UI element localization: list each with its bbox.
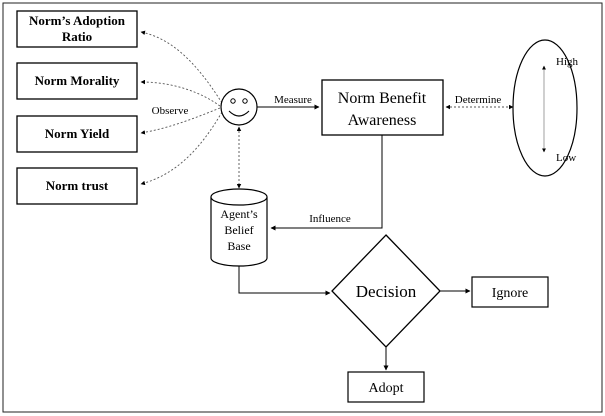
ignore-label: Ignore [492,286,529,301]
belief-to-decision-arrow [238,266,331,296]
belief-base-line1: Agent’s [220,207,258,221]
factor-box-trust [16,167,138,205]
norm-benefit-awareness-box [321,79,444,136]
belief-base-line2: Belief [224,223,253,237]
observe-label: Observe [152,105,189,117]
determine-label: Determine [455,94,502,106]
measure-label: Measure [274,94,312,106]
factor-box-yield [16,115,138,153]
belief-base-cylinder [210,188,268,267]
observe-arrow-morality [140,79,221,107]
awareness-line1: Norm Benefit [338,90,427,107]
observe-arrow-trust [140,111,223,186]
decision-label: Decision [356,282,417,301]
factor-morality-label: Norm Morality [35,73,120,88]
factor-adoption-line1: Norm’s Adoption [29,13,126,28]
factor-box-adoption-ratio [16,10,138,48]
adopt-label: Adopt [369,381,404,396]
scale-high-label: High [556,56,579,68]
awareness-line2: Awareness [348,112,417,129]
belief-base-line3: Base [227,239,250,253]
factor-box-morality [16,62,138,100]
influence-label: Influence [309,213,351,225]
ignore-box [471,276,549,308]
factor-adoption-line2: Ratio [62,29,92,44]
factor-yield-label: Norm Yield [45,126,110,141]
influence-arrow [270,135,383,231]
scale-low-label: Low [556,152,576,164]
observe-arrow-adoption [140,30,223,104]
observe-label-bg [147,103,193,117]
observe-arrow-yield [140,107,221,135]
agent-smiley-icon [220,88,258,126]
factor-trust-label: Norm trust [46,178,109,193]
adopt-box [347,371,425,403]
